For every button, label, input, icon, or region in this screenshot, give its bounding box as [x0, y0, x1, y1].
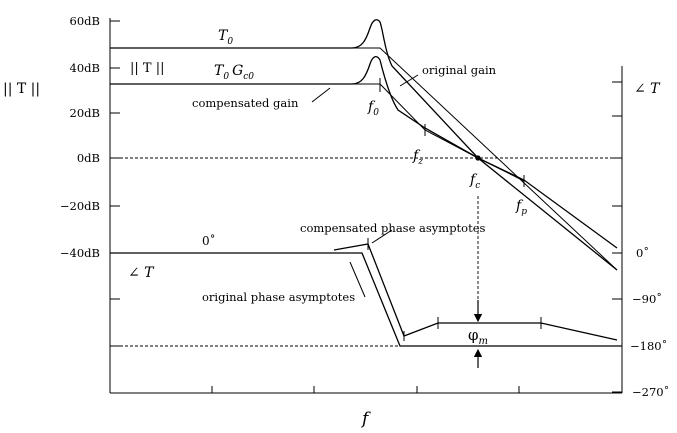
original-phase-asymptote — [110, 252, 622, 347]
label-fp: fp — [515, 198, 527, 217]
gain-tick-40: 40dB — [70, 61, 100, 75]
original-gain-curve — [110, 19, 618, 271]
compensated-gain-asymptote — [352, 83, 525, 182]
original-gain-asymptote — [352, 47, 618, 271]
gain-tick-0: 0dB — [77, 151, 100, 165]
compensated-gain-curve — [110, 56, 618, 249]
bottom-tick-marks — [211, 386, 520, 393]
phase-labels: 0˚ ∠ T compensated phase asymptotes orig… — [128, 221, 488, 347]
right-axis-title: ∠ T — [634, 81, 661, 97]
label-original-phase: original phase asymptotes — [202, 290, 355, 304]
gain-tick-20: 20dB — [70, 106, 100, 120]
label-f0: f0 — [367, 99, 379, 118]
label-compensated-gain: compensated gain — [192, 96, 299, 110]
label-phi-m: φm — [468, 326, 488, 347]
x-axis-label: f — [360, 409, 371, 429]
gain-tick-minus40: −40dB — [60, 246, 100, 260]
phase-tick-minus180: −180˚ — [630, 339, 667, 353]
compensated-phase-leader — [371, 229, 393, 244]
gain-tick-minus20: −20dB — [60, 199, 100, 213]
axes — [109, 18, 623, 394]
label-gain-magnitude: || T || — [130, 61, 164, 76]
label-original-gain: original gain — [422, 63, 497, 77]
label-T0: T0 — [218, 28, 233, 47]
phase-tick-0: 0˚ — [636, 246, 649, 260]
label-fz: fz — [412, 148, 423, 167]
phase-tick-minus90: −90˚ — [632, 292, 662, 306]
phase-curves — [110, 238, 622, 347]
phase-tick-labels: 0˚ −90˚ −180˚ −270˚ — [630, 246, 669, 399]
label-phase-zero: 0˚ — [202, 233, 216, 248]
left-tick-marks — [110, 20, 120, 347]
original-gain-leader — [399, 74, 419, 87]
gain-curves — [110, 19, 618, 271]
label-fc: fc — [469, 172, 480, 191]
label-compensated-phase: compensated phase asymptotes — [300, 221, 486, 235]
label-phase-angle: ∠ T — [128, 265, 155, 281]
gain-tick-labels: 60dB 40dB 20dB 0dB −20dB −40dB — [60, 14, 100, 260]
compensated-gain-leader — [311, 87, 331, 103]
crossover-point — [475, 155, 481, 161]
leader-lines — [311, 74, 419, 298]
phase-tick-minus270: −270˚ — [632, 385, 669, 399]
gain-tick-60: 60dB — [70, 14, 100, 28]
compensated-phase-asymptote — [333, 243, 618, 341]
left-axis-title: || T || — [3, 81, 40, 97]
original-phase-leader — [349, 261, 366, 298]
